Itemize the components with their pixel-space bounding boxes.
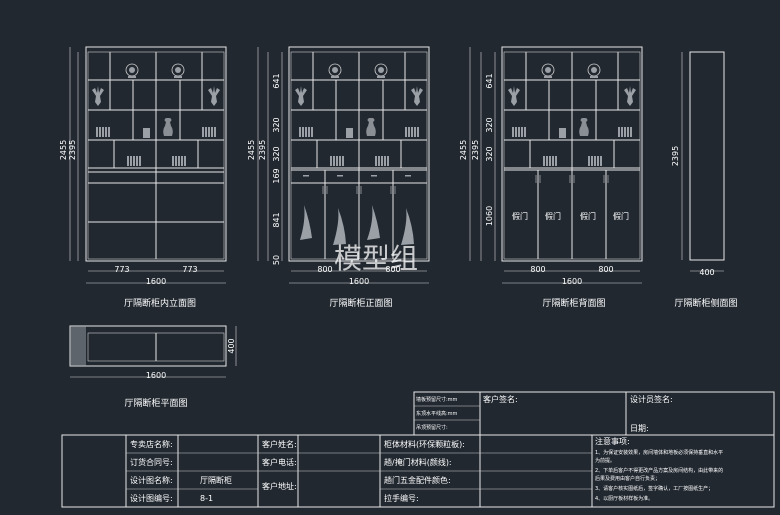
drawing-no-label: 设计图编号: [130,493,173,503]
notice-line: 1、为保证安装效果，房间墙体和地板必须保持垂直和水平 [595,449,723,456]
dim-text: 1600 [562,277,582,286]
dim-text: 1600 [146,277,166,286]
customer-sign-label: 客户签名: [483,394,518,404]
false-door-label: 假门 [512,211,528,221]
caption-plan: 厅隔断柜平面图 [124,397,187,409]
notice-line: 为前提。 [595,457,615,464]
caption-side: 厅隔断柜侧面图 [674,297,737,309]
dim-text: 2395 [68,140,77,160]
dim-text: 800 [530,265,545,274]
dim-text: 800 [598,265,613,274]
shop-name-label: 专卖店名称: [130,439,173,449]
dim-text: 320 [272,117,281,132]
plan-view [69,325,227,367]
notice-line: 2、下单后客户不得更改产品方案及房间结构，由此带来的 [595,467,723,474]
side-elevation [689,51,725,261]
watermark: 模型组 [334,242,418,275]
contract-no-label: 订货合同号: [130,457,173,467]
dim-text: 400 [699,268,714,277]
false-door-label: 假门 [580,211,596,221]
dim-text: 2455 [247,140,256,160]
dim-text: 773 [182,265,197,274]
dim-text: 800 [385,265,400,274]
interior-elevation [85,46,227,262]
caption-back: 厅隔断柜背面图 [542,297,605,309]
dim-text: 2395 [258,140,267,160]
date-label: 日期: [630,424,649,433]
caption-front: 厅隔断柜正面图 [329,297,392,309]
dim-text: 1600 [349,277,369,286]
dim-text: 2395 [671,146,680,166]
dim-text: 1600 [146,371,166,380]
customer-name-label: 客户姓名: [262,439,297,449]
drawing-no-value: 8-1 [200,494,213,503]
note-wall-reserve: 墙板预留尺寸:mm [416,396,458,403]
dim-text: 2455 [459,140,468,160]
door-material-label: 趟/掩门材料(颜线): [384,457,452,467]
handle-no-label: 拉手编号: [384,493,419,503]
notice-line: 后果及费用由客户自行负责； [595,475,660,482]
dim-text: 320 [485,117,494,132]
dim-text: 841 [272,212,281,227]
customer-address-label: 客户地址: [262,481,297,491]
dim-text: 50 [272,255,281,265]
false-door-label: 假门 [613,211,629,221]
designer-sign-label: 设计员签名: [630,394,673,404]
cabinet-material-label: 柜体材料(环保颗粒板): [384,439,465,449]
note-ceiling-reserve: 吊顶预留尺寸: [416,424,448,431]
dim-text: 800 [317,265,332,274]
notice-line: 3、请客户核实图纸后，签字确认，工厂按图纸生产； [595,485,713,492]
false-door-label: 假门 [545,211,561,221]
back-elevation: 假门 假门 假门 假门 [501,46,643,262]
dim-text: 641 [485,73,494,88]
drawing-name-value: 厅隔断柜 [200,475,232,485]
dimensions: 2455 2395 773 773 1600 2455 2395 641 320… [59,47,724,380]
front-elevation [288,46,430,262]
dim-text: 169 [272,168,281,183]
note-level-line: 东顶水平线高:mm [416,410,458,417]
dim-text: 320 [272,146,281,161]
dim-text: 400 [227,338,236,353]
caption-interior: 厅隔断柜内立面图 [124,297,196,309]
dim-text: 2455 [59,140,68,160]
dim-text: 2395 [471,140,480,160]
dim-text: 641 [272,73,281,88]
notice-title: 注意事项: [595,436,630,446]
notice-line: 4、以厨厅板材样板为准。 [595,495,653,502]
dim-text: 773 [114,265,129,274]
dim-text: 320 [485,146,494,161]
customer-phone-label: 客户电话: [262,457,297,467]
hardware-color-label: 趟门五金配件颜色: [384,475,451,485]
title-block: 墙板预留尺寸:mm 东顶水平线高:mm 吊顶预留尺寸: 客户签名: 设计员签名:… [61,391,775,508]
drawing-name-label: 设计图名称: [130,475,173,485]
dim-text: 1060 [485,206,494,226]
